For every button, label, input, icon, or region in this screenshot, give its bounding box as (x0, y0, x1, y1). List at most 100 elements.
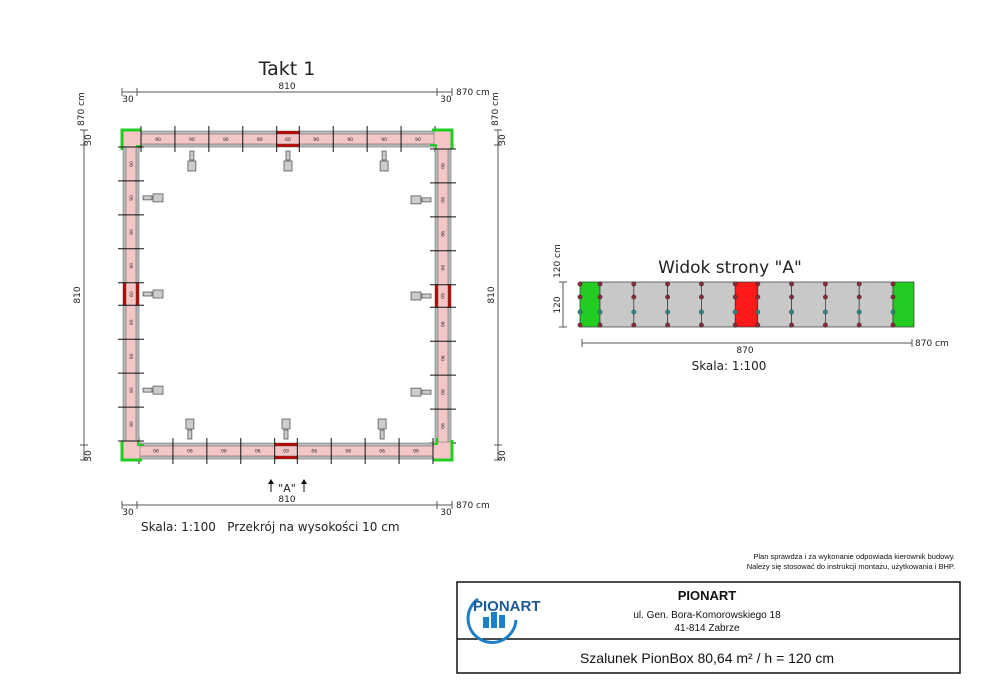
panel-width-label: 90 (413, 447, 419, 453)
svg-text:120: 120 (553, 296, 563, 313)
clamp (755, 322, 761, 328)
svg-text:"A": "A" (278, 482, 296, 495)
panel-frame (135, 248, 140, 283)
clamp (755, 281, 761, 287)
panel-width-label: 90 (129, 195, 135, 201)
corner-inner (430, 144, 437, 149)
clamp (755, 294, 761, 300)
panel-width-label: 90 (439, 389, 445, 395)
formwork-panel (438, 284, 448, 308)
panel-frame (299, 130, 334, 135)
panel-frame (122, 282, 127, 306)
clamp (789, 294, 794, 300)
panel-width-label: 90 (129, 263, 135, 269)
plan-dimension-top: 810 30 30 870 cm (121, 82, 490, 105)
panel-width-label: 90 (439, 265, 445, 271)
svg-text:120 cm: 120 cm (553, 244, 563, 278)
clamp (631, 294, 637, 300)
formwork-panel (126, 373, 136, 408)
panel-frame (434, 182, 439, 218)
formwork-panel (399, 446, 433, 456)
formwork-panel (401, 134, 435, 144)
panel-width-label: 90 (129, 229, 135, 235)
formwork-panel (141, 134, 175, 144)
panel-frame (447, 284, 452, 308)
panel-frame (122, 305, 127, 340)
panel-frame (206, 442, 242, 447)
panel-frame (276, 130, 300, 135)
clamp (577, 281, 583, 287)
formwork-panel (297, 446, 332, 456)
panel-frame (140, 143, 176, 148)
panel-frame (135, 406, 140, 442)
dim-label: 30 (84, 450, 94, 462)
panel-frame (172, 455, 208, 460)
panel-frame (135, 214, 140, 250)
dim-label: 870 cm (456, 501, 490, 511)
panel-frame (297, 455, 332, 460)
formwork-panel (172, 446, 207, 456)
plan-caption: Skala: 1:100 Przekrój na wysokości 10 cm (141, 520, 400, 534)
panel-frame (274, 442, 298, 447)
panel-frame (447, 250, 452, 285)
elevation-panel (667, 281, 702, 328)
clamp (665, 281, 671, 287)
panel-width-label: 60 (439, 293, 445, 299)
panel-frame (140, 130, 176, 135)
elevation-panel (825, 281, 860, 328)
panel-width-label: 90 (347, 137, 353, 143)
corner-outer (432, 128, 454, 149)
clamp (890, 309, 896, 315)
clamp (597, 322, 603, 328)
panel-frame (332, 130, 368, 135)
dim-label: 870 cm (491, 92, 501, 126)
corner-inner (137, 441, 144, 446)
formwork-panel (126, 214, 136, 249)
brace-foot (377, 418, 387, 430)
clamp (631, 281, 637, 287)
panel-width-label: 90 (129, 161, 135, 167)
panel-width-label: 90 (415, 137, 421, 143)
panel-width-label: 90 (255, 447, 261, 453)
panel-frame (447, 307, 452, 342)
clamp (822, 281, 828, 287)
panel-frame (135, 282, 140, 306)
formwork-panel (299, 134, 334, 144)
panel-frame (434, 216, 439, 252)
dim-label: 30 (498, 450, 508, 462)
brace (421, 293, 432, 299)
clamp (856, 309, 862, 315)
brace (381, 150, 387, 161)
panel-frame (122, 248, 127, 283)
company-address: ul. Gen. Bora-Komorowskiego 18 (633, 610, 781, 621)
clamp (856, 294, 862, 300)
brace-foot (410, 291, 422, 301)
dim-label: 870 cm (77, 92, 87, 126)
corner-outer (120, 441, 142, 462)
formwork-panel (126, 146, 136, 181)
corner-panel (892, 281, 915, 328)
panel-width-label: 60 (285, 137, 291, 143)
clamp (665, 294, 671, 300)
formwork-panel (438, 375, 448, 410)
formwork-panel (333, 134, 368, 144)
panel-frame (135, 146, 140, 182)
panel-frame (447, 148, 452, 184)
brace-foot (379, 160, 389, 172)
formwork-panel (174, 134, 209, 144)
pionart-logo: PIONART (466, 597, 541, 644)
formwork-panel (438, 409, 448, 444)
panel-frame (208, 130, 244, 135)
panel-frame (398, 455, 434, 460)
brace-foot (152, 289, 164, 299)
panel-frame (447, 182, 452, 218)
dim-label: 810 (487, 286, 497, 303)
panel-frame (122, 146, 127, 182)
panel-frame (434, 284, 439, 308)
panel-width-label: 90 (311, 447, 317, 453)
panel-frame (447, 374, 452, 410)
svg-text:870 cm: 870 cm (915, 339, 949, 349)
side-dimension-width: 870 870 cm (581, 339, 949, 356)
clamp (699, 322, 704, 328)
